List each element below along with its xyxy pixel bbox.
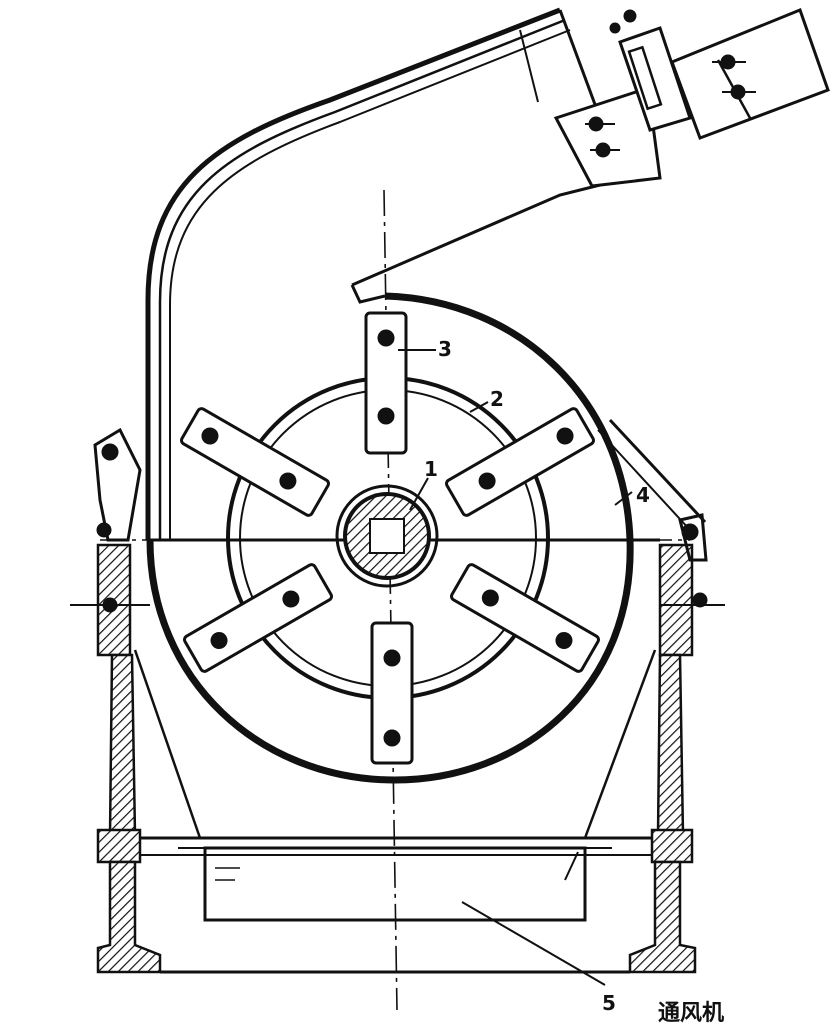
- label-5: 5: [602, 991, 616, 1015]
- outlet-box: [178, 846, 612, 922]
- side-clamps: [70, 427, 725, 613]
- hammers: [180, 311, 600, 765]
- machine-frame: [96, 418, 707, 974]
- screen: [146, 292, 634, 784]
- label-2: 2: [490, 387, 504, 411]
- label-4: 4: [636, 483, 650, 507]
- shaft: [335, 484, 439, 588]
- label-1: 1: [424, 457, 438, 481]
- feed-regulator: [553, 8, 830, 188]
- fan-caption: 通风机: [658, 1001, 724, 1026]
- feed-hopper: [145, 7, 651, 540]
- label-3: 3: [438, 337, 452, 361]
- leader-lines: [398, 349, 633, 986]
